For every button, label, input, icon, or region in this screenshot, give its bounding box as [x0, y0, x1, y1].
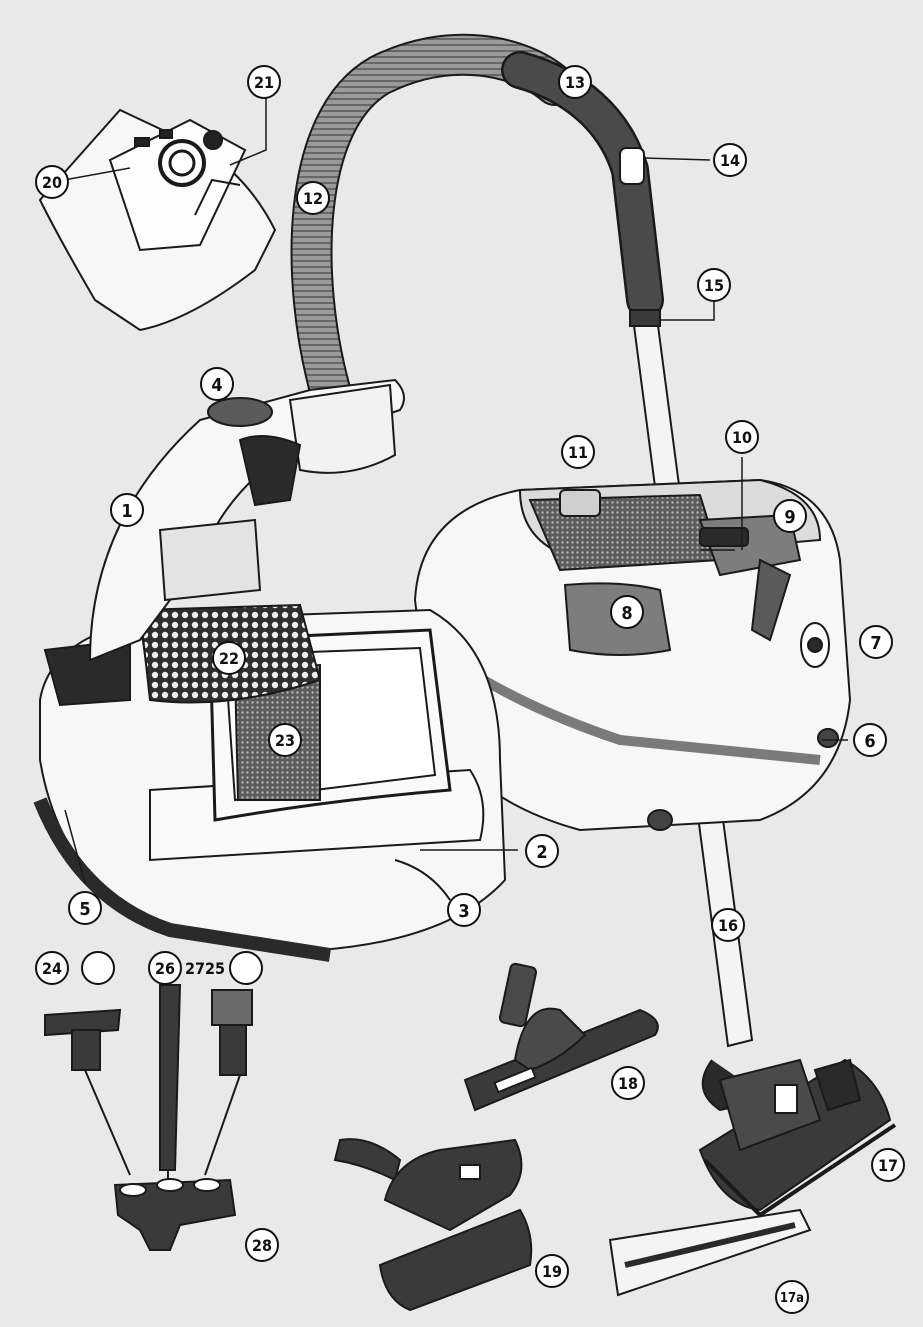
callout-14: 14: [713, 143, 747, 177]
svg-text:10: 10: [732, 428, 752, 447]
vacuum-body-open: [33, 378, 507, 962]
turbo-nozzle-19: [333, 1138, 533, 1312]
svg-text:14: 14: [720, 151, 740, 170]
callout-1: 1: [110, 493, 144, 527]
callout-7: 7: [859, 625, 893, 659]
callout-18: 18: [611, 1066, 645, 1100]
callout-22: 22: [212, 641, 246, 675]
callout-19: 19: [535, 1254, 569, 1288]
callout-11: 11: [561, 435, 595, 469]
callout-2725: 2725: [185, 959, 225, 978]
svg-text:3: 3: [458, 901, 469, 922]
svg-text:17a: 17a: [780, 1291, 804, 1306]
callout-17a: 17a: [775, 1280, 809, 1314]
crevice-nozzle: [159, 984, 182, 1171]
svg-text:4: 4: [211, 375, 222, 396]
svg-text:5: 5: [79, 899, 90, 920]
callout-23: 23: [268, 723, 302, 757]
svg-text:28: 28: [252, 1236, 272, 1255]
callout-8: 8: [610, 595, 644, 629]
floor-nozzle-17: [698, 1058, 897, 1218]
callout-10: 10: [725, 420, 759, 454]
svg-text:16: 16: [718, 916, 738, 935]
callout-12: 12: [296, 181, 330, 215]
callout-17: 17: [871, 1148, 905, 1182]
callout-28: 28: [245, 1228, 279, 1262]
svg-text:20: 20: [42, 173, 62, 192]
svg-text:8: 8: [621, 603, 632, 624]
callout-13: 13: [558, 65, 592, 99]
hose: [290, 33, 664, 411]
svg-text:22: 22: [219, 649, 239, 668]
empty-callout-24: [81, 951, 115, 985]
svg-text:1: 1: [121, 501, 132, 522]
callout-20: 20: [35, 165, 69, 199]
tool-holder: [113, 1178, 237, 1251]
svg-text:23: 23: [275, 731, 295, 750]
carpet-insert-17a: [608, 1208, 812, 1297]
dusting-brush: [211, 989, 253, 1026]
svg-text:11: 11: [568, 443, 588, 462]
hose-connector: [207, 397, 273, 427]
hose-handle-button: [619, 147, 645, 185]
svg-text:12: 12: [303, 189, 323, 208]
callout-badges: 1 2 3 4 5 6 7 8 9 10 11 12 13 14 15 16 1…: [35, 65, 905, 1314]
svg-text:6: 6: [864, 731, 875, 752]
svg-text:13: 13: [565, 73, 585, 92]
callout-5: 5: [68, 891, 102, 925]
callout-24: 24: [35, 951, 69, 985]
callout-4: 4: [200, 367, 234, 401]
upholstery-nozzle: [44, 1008, 122, 1037]
svg-text:18: 18: [618, 1074, 638, 1093]
small-tools: [44, 984, 253, 1251]
svg-text:26: 26: [155, 959, 175, 978]
svg-text:9: 9: [784, 507, 795, 528]
svg-text:7: 7: [870, 633, 881, 654]
callout-21: 21: [247, 65, 281, 99]
callout-26: 26: [148, 951, 182, 985]
dust-bag: [38, 108, 277, 332]
callout-16: 16: [711, 908, 745, 942]
callout-6: 6: [853, 723, 887, 757]
svg-text:15: 15: [704, 276, 724, 295]
callout-2: 2: [525, 834, 559, 868]
bag-full-indicator: [559, 489, 601, 517]
svg-text:17: 17: [878, 1156, 898, 1175]
leader-lines: [63, 98, 848, 884]
empty-callout-25: [229, 951, 263, 985]
callout-3: 3: [447, 893, 481, 927]
svg-text:21: 21: [254, 73, 274, 92]
svg-text:19: 19: [542, 1262, 562, 1281]
tube-release-clip: [629, 309, 661, 327]
svg-text:2: 2: [536, 842, 547, 863]
callout-15: 15: [697, 268, 731, 302]
svg-text:24: 24: [42, 959, 62, 978]
callout-9: 9: [773, 499, 807, 533]
svg-text:2725: 2725: [185, 959, 225, 978]
parquet-nozzle-18: [463, 962, 659, 1112]
